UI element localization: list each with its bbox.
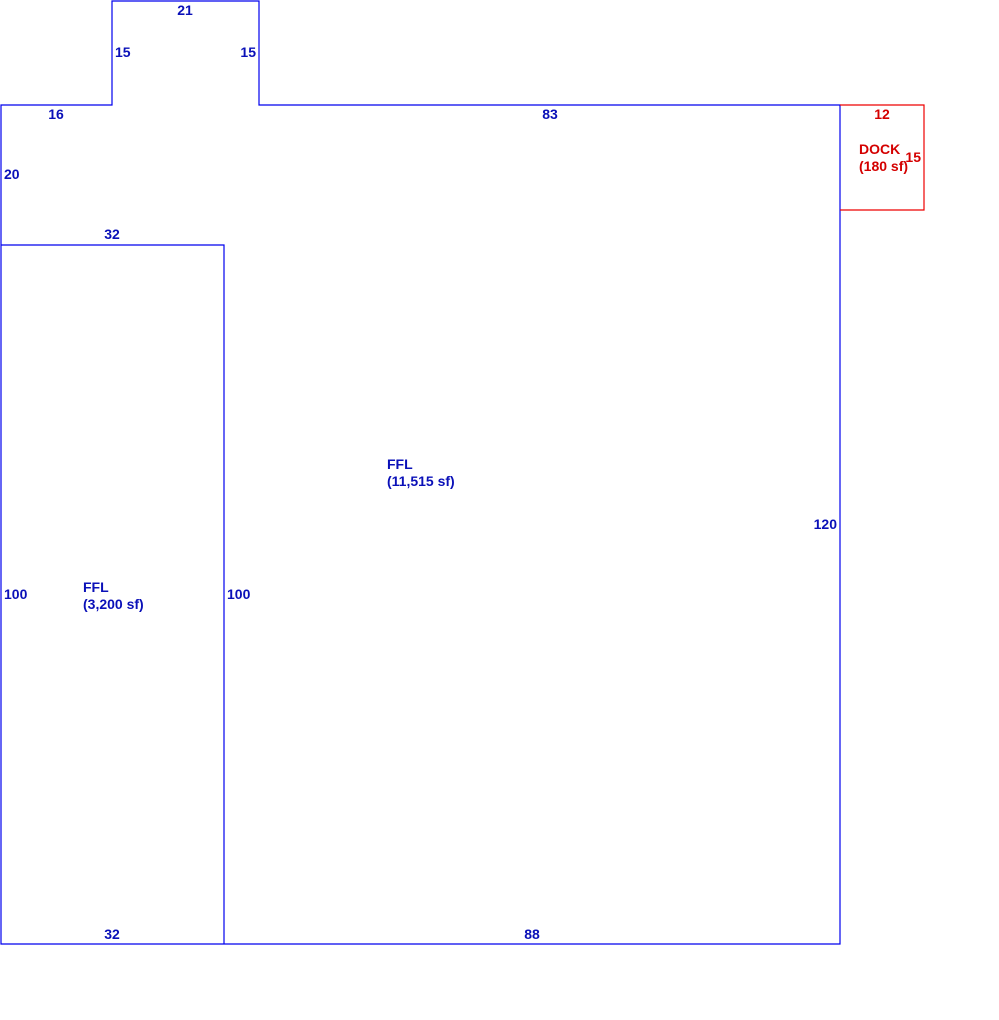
dim-left-section-left: 100 xyxy=(4,586,28,602)
dim-left-upper: 20 xyxy=(4,166,20,182)
dim-left-section-top: 32 xyxy=(104,226,120,242)
dim-bump-left: 15 xyxy=(115,44,131,60)
dim-left-section-bottom: 32 xyxy=(104,926,120,942)
main-building-outline xyxy=(0,0,841,945)
dim-bottom-right: 88 xyxy=(524,926,540,942)
dim-bump-top: 21 xyxy=(177,2,193,18)
dim-dock-top: 12 xyxy=(874,106,890,122)
left-section-area-name: FFL xyxy=(83,579,109,595)
left-section-area-size: (3,200 sf) xyxy=(83,596,144,612)
dock-area-size: (180 sf) xyxy=(859,158,908,174)
main-area-name: FFL xyxy=(387,456,413,472)
dim-dock-right: 15 xyxy=(905,149,921,165)
main-area-size: (11,515 sf) xyxy=(387,473,455,489)
dock-area-name: DOCK xyxy=(859,141,900,157)
dim-top-right-run: 83 xyxy=(542,106,558,122)
dim-bump-right: 15 xyxy=(240,44,256,60)
dock-outline xyxy=(840,104,925,211)
dim-top-left-run: 16 xyxy=(48,106,64,122)
dim-right-side: 120 xyxy=(814,516,838,532)
left-section-outline xyxy=(1,244,225,944)
dim-left-section-right: 100 xyxy=(227,586,251,602)
